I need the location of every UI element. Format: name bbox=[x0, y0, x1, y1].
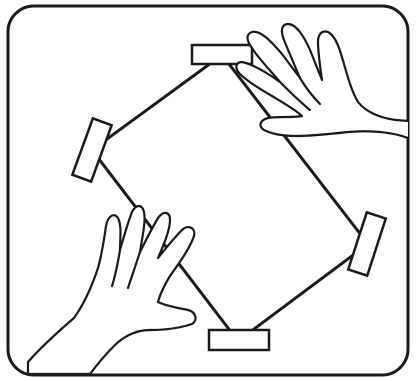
rectangular-handle-icon bbox=[209, 330, 269, 350]
handle-bottom bbox=[209, 330, 269, 350]
